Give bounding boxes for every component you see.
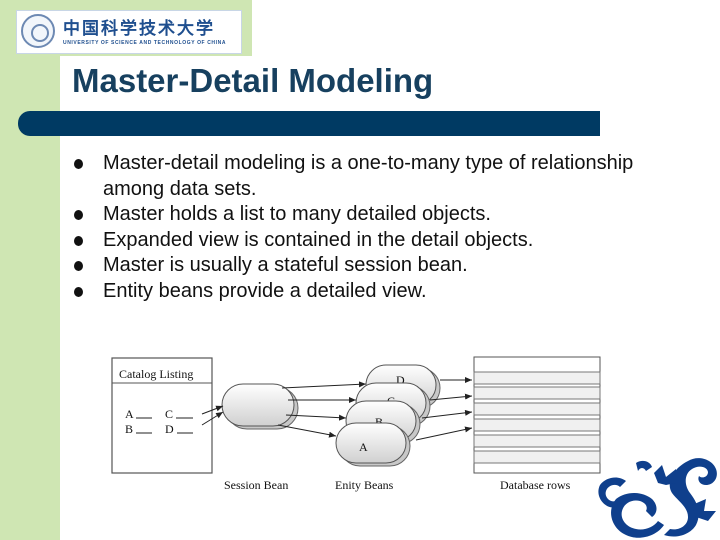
dragon-emblem-icon (598, 458, 717, 538)
entity-beans-caption: Enity Beans (335, 478, 394, 492)
catalog-item: C (165, 407, 173, 421)
university-logo: 中国科学技术大学 UNIVERSITY OF SCIENCE AND TECHN… (16, 10, 242, 54)
session-bean-caption: Session Bean (224, 478, 288, 492)
bullet-item: Master is usually a stateful session bea… (74, 253, 634, 279)
entity-beans-stack: D C B A (335, 364, 441, 467)
left-accent-band (0, 0, 60, 540)
bullet-dot-icon (74, 159, 83, 169)
master-detail-diagram: Catalog Listing A C B D D C (111, 356, 601, 492)
database-rows (473, 356, 601, 474)
bullet-text: Master-detail modeling is a one-to-many … (103, 152, 634, 200)
catalog-item: D (165, 422, 174, 436)
catalog-listing-panel: Catalog Listing A C B D (111, 357, 213, 474)
entity-label: D (396, 373, 405, 387)
slide-title: Master-Detail Modeling (72, 62, 434, 99)
university-seal-icon (21, 14, 55, 48)
bullet-item: Expanded view is contained in the detail… (74, 228, 634, 254)
session-bean-shape (221, 383, 299, 430)
bullet-dot-icon (74, 286, 83, 297)
bullet-text: Master is usually a stateful session bea… (103, 254, 468, 276)
entity-label: A (359, 440, 368, 454)
logo-chinese-name: 中国科学技术大学 (63, 19, 215, 39)
entity-label: B (375, 415, 383, 429)
database-rows-caption: Database rows (500, 478, 571, 492)
title-underline-bar (18, 111, 600, 136)
catalog-title: Catalog Listing (119, 367, 193, 381)
catalog-item: A (125, 407, 134, 421)
bullet-item: Master holds a list to many detailed obj… (74, 202, 634, 228)
catalog-box (111, 357, 213, 474)
bullet-list: Master-detail modeling is a one-to-many … (74, 151, 634, 304)
bullet-item: Master-detail modeling is a one-to-many … (74, 151, 634, 202)
bullet-text: Master holds a list to many detailed obj… (103, 203, 491, 225)
bullet-text: Expanded view is contained in the detail… (103, 228, 534, 251)
logo-english-name: UNIVERSITY OF SCIENCE AND TECHNOLOGY OF … (63, 40, 227, 46)
bullet-dot-icon (74, 261, 83, 271)
bullet-dot-icon (74, 235, 83, 246)
bullet-item: Entity beans provide a detailed view. (74, 279, 634, 305)
bullet-dot-icon (74, 210, 83, 220)
catalog-item: B (125, 422, 133, 436)
bullet-text: Entity beans provide a detailed view. (103, 279, 427, 302)
